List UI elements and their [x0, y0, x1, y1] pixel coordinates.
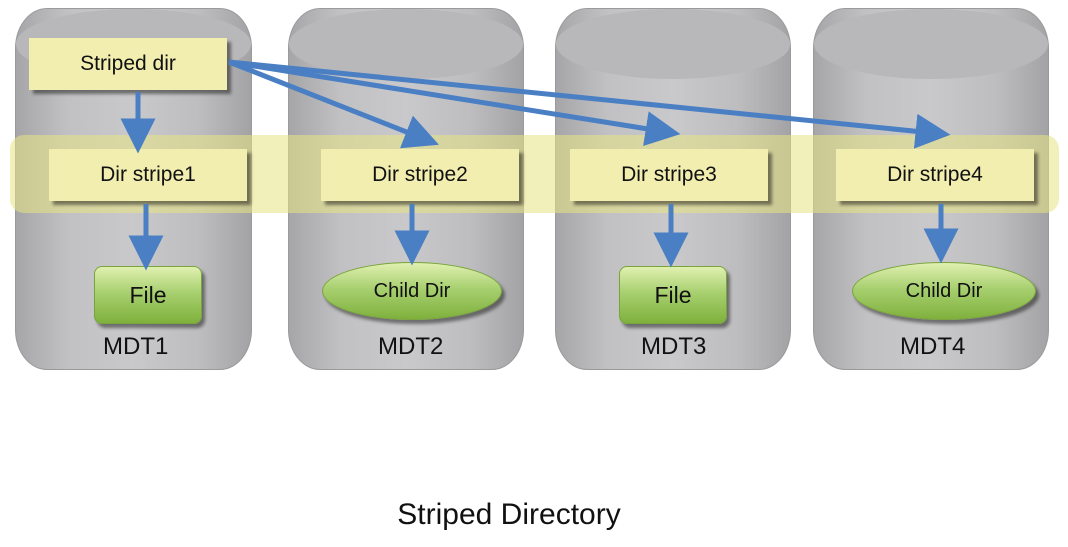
mdt2-label: MDT2 [378, 333, 444, 360]
arrow-root-to-stripe3 [228, 59, 681, 146]
child-dir-node-2: Child Dir [322, 262, 502, 320]
dir-stripe-2-box: Dir stripe2 [321, 149, 519, 201]
striped-dir-box: Striped dir [29, 38, 227, 90]
arrow-root-to-stripe4 [228, 59, 951, 149]
file-node-1: File [94, 266, 202, 324]
mdt4-label: MDT4 [900, 333, 966, 360]
file-node-3: File [619, 266, 727, 324]
arrow-root-to-stripe2 [228, 59, 439, 149]
dir-stripe-4-box: Dir stripe4 [836, 149, 1034, 201]
child-dir-node-4: Child Dir [852, 262, 1036, 320]
mdt3-label: MDT3 [641, 333, 707, 360]
dir-stripe-3-box: Dir stripe3 [570, 149, 768, 201]
mdt1-label: MDT1 [103, 333, 169, 360]
dir-stripe-1-box: Dir stripe1 [49, 149, 247, 201]
diagram-caption: Striped Directory [397, 498, 621, 531]
